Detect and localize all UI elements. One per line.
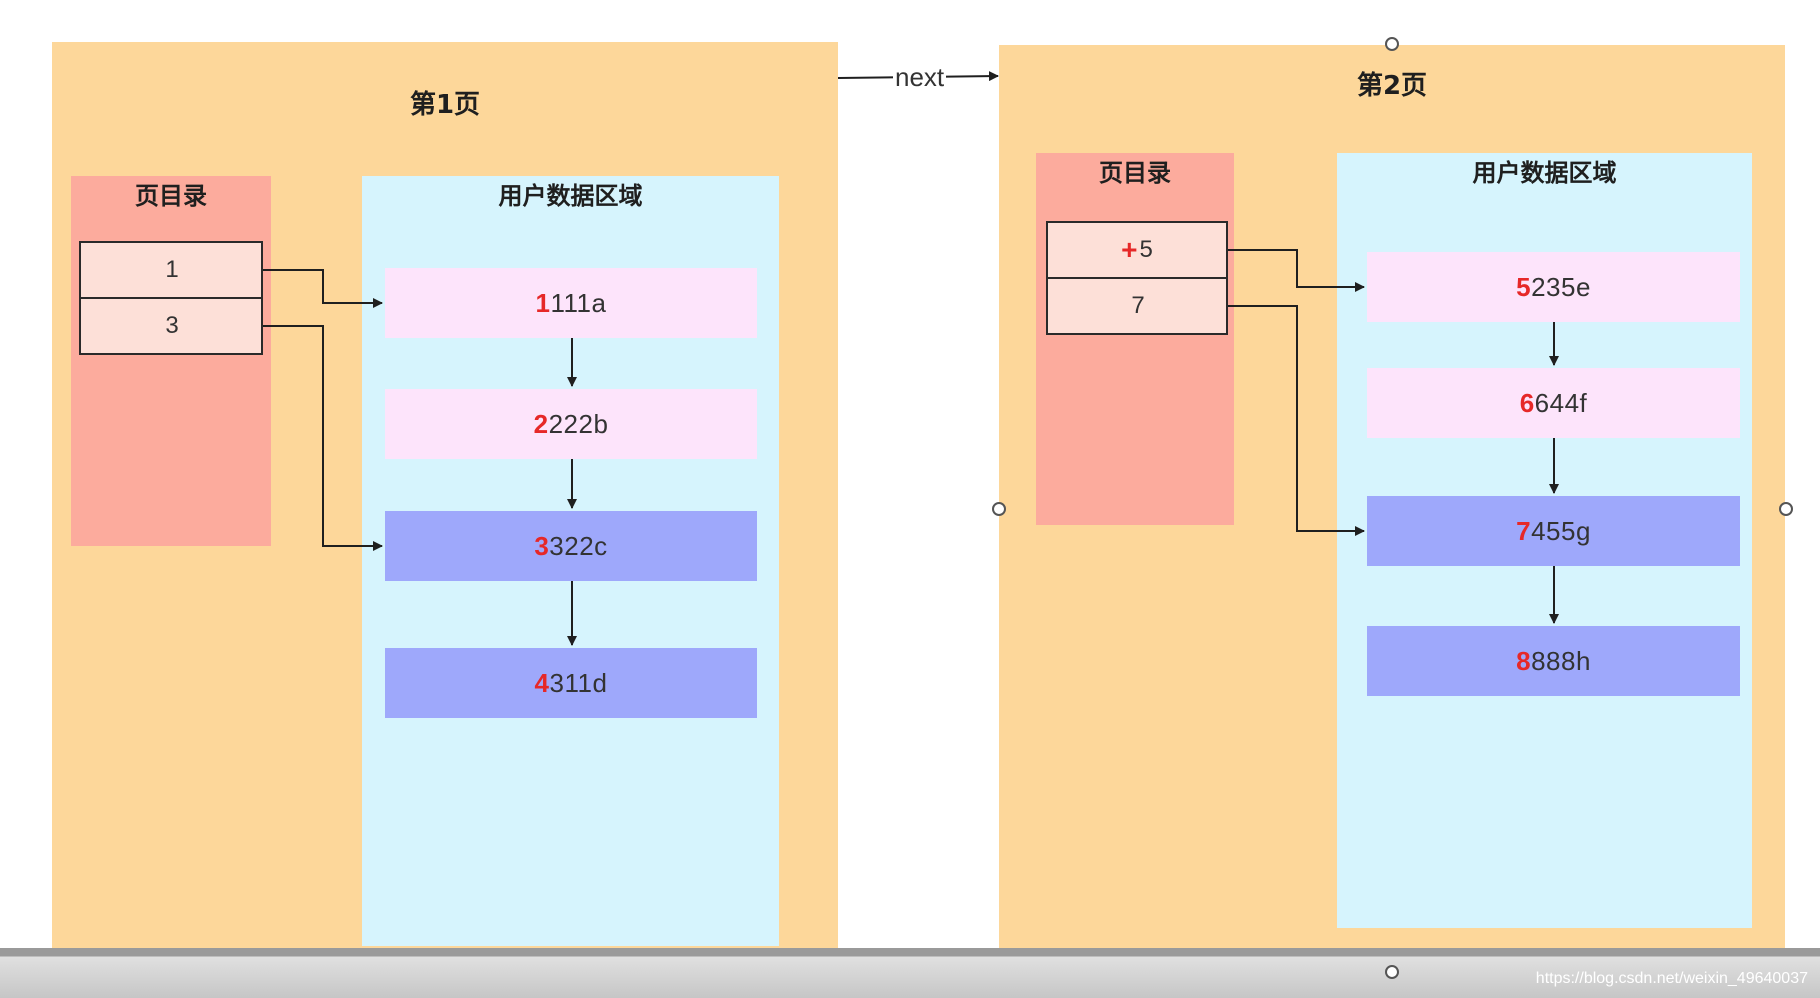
selection-handle-right[interactable] <box>1779 502 1793 516</box>
record-rest: 222b <box>548 408 609 439</box>
bottom-bar <box>0 948 1820 998</box>
slot-value: 7 <box>1131 292 1145 319</box>
record-key: 7 <box>1516 515 1532 546</box>
selection-handle-bottom[interactable] <box>1385 965 1399 979</box>
record-rest: 235e <box>1531 271 1591 302</box>
record-rest: 888h <box>1531 645 1591 676</box>
page-1-data-area-title: 用户数据区域 <box>498 182 643 210</box>
selection-handle-top[interactable] <box>1385 37 1399 51</box>
slot-value: 3 <box>165 312 179 339</box>
page-1-slot-1-pointer <box>263 269 383 308</box>
record-rest: 111a <box>550 287 607 318</box>
slot-value: 1 <box>165 256 179 283</box>
page-2-directory <box>1036 153 1234 525</box>
record-key: 2 <box>533 408 549 439</box>
page-2-slot-1: + 5 <box>1046 221 1228 279</box>
record-key: 3 <box>534 530 550 561</box>
page-1-slot-1: 1 <box>79 241 263 299</box>
page-1-directory <box>71 176 271 546</box>
page-1-title: 第1页 <box>409 90 481 120</box>
record-rest: 644f <box>1534 387 1588 418</box>
next-link-label: next <box>893 62 947 92</box>
record-key: 4 <box>534 667 550 698</box>
record-rest: 311d <box>549 667 608 698</box>
record-key: 1 <box>535 287 551 318</box>
page-1-directory-title: 页目录 <box>135 182 207 210</box>
selection-handle-left[interactable] <box>992 502 1006 516</box>
page-1-slot-2: 3 <box>79 297 263 355</box>
record-key: 6 <box>1519 387 1535 418</box>
slot-prefix: + <box>1121 234 1138 265</box>
page-2-slot-2-pointer <box>1228 305 1365 536</box>
page-2-directory-title: 页目录 <box>1099 159 1171 187</box>
record-key: 8 <box>1516 645 1532 676</box>
page-1-slot-2-pointer <box>263 325 383 551</box>
record-rest: 322c <box>549 530 608 561</box>
record-key: 5 <box>1516 271 1532 302</box>
page-2-slot-2: 7 <box>1046 277 1228 335</box>
page-2-title: 第2页 <box>1356 71 1428 101</box>
record-rest: 455g <box>1531 515 1591 546</box>
watermark-url: https://blog.csdn.net/weixin_49640037 <box>1535 970 1808 987</box>
page-2-slot-1-pointer <box>1228 249 1365 292</box>
page-2-data-area-title: 用户数据区域 <box>1472 159 1617 187</box>
slot-value: 5 <box>1139 236 1153 263</box>
